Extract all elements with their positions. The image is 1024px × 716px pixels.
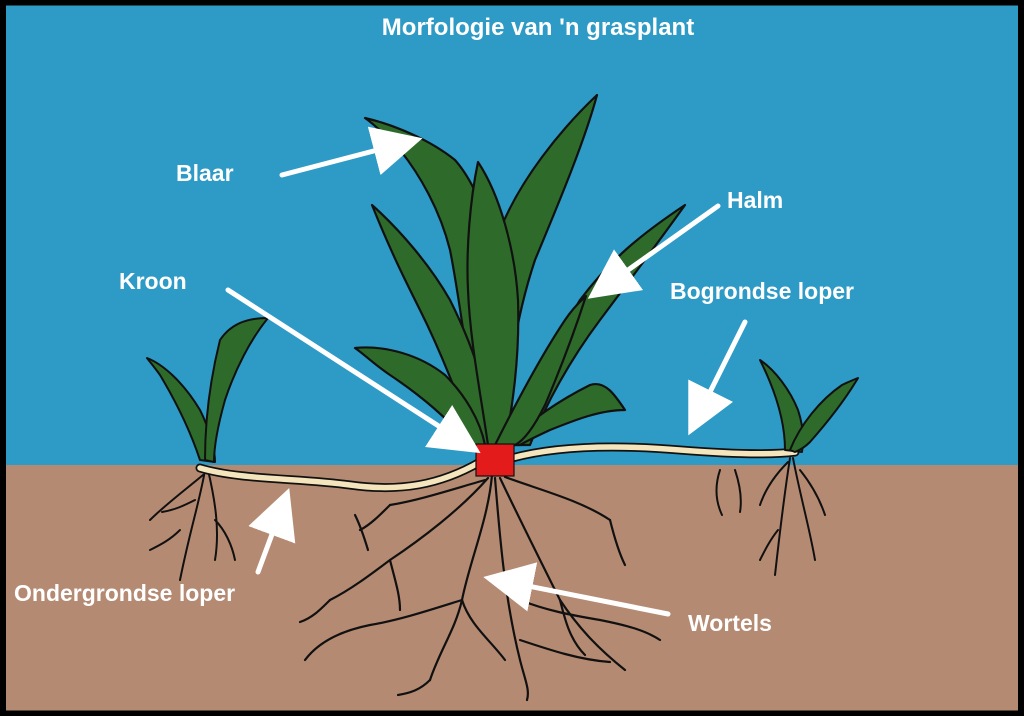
label-ondergrondse-loper: Ondergrondse loper <box>14 580 235 606</box>
diagram-title: Morfologie van 'n grasplant <box>382 14 694 41</box>
pointer-arrows <box>225 126 748 617</box>
right-tuft-leaves <box>759 359 859 453</box>
label-blaar: Blaar <box>176 160 234 186</box>
label-halm: Halm <box>727 187 783 213</box>
crown-marker <box>475 443 515 477</box>
left-tuft-roots <box>149 469 236 581</box>
arrow-kroon <box>225 287 481 454</box>
underground-runner <box>197 459 483 491</box>
aboveground-runner <box>509 444 798 461</box>
arrow-blaar <box>279 126 423 178</box>
label-bogrondse-loper: Bogrondse loper <box>670 278 854 304</box>
right-tuft-roots <box>715 457 826 576</box>
label-wortels: Wortels <box>688 610 772 636</box>
arrow-wortels <box>483 562 671 617</box>
arrow-bogrondse-loper <box>688 319 748 436</box>
arrow-ondergrondse-loper <box>248 487 296 575</box>
roots <box>298 473 662 702</box>
arrow-halm <box>587 203 721 299</box>
label-kroon: Kroon <box>119 268 187 294</box>
